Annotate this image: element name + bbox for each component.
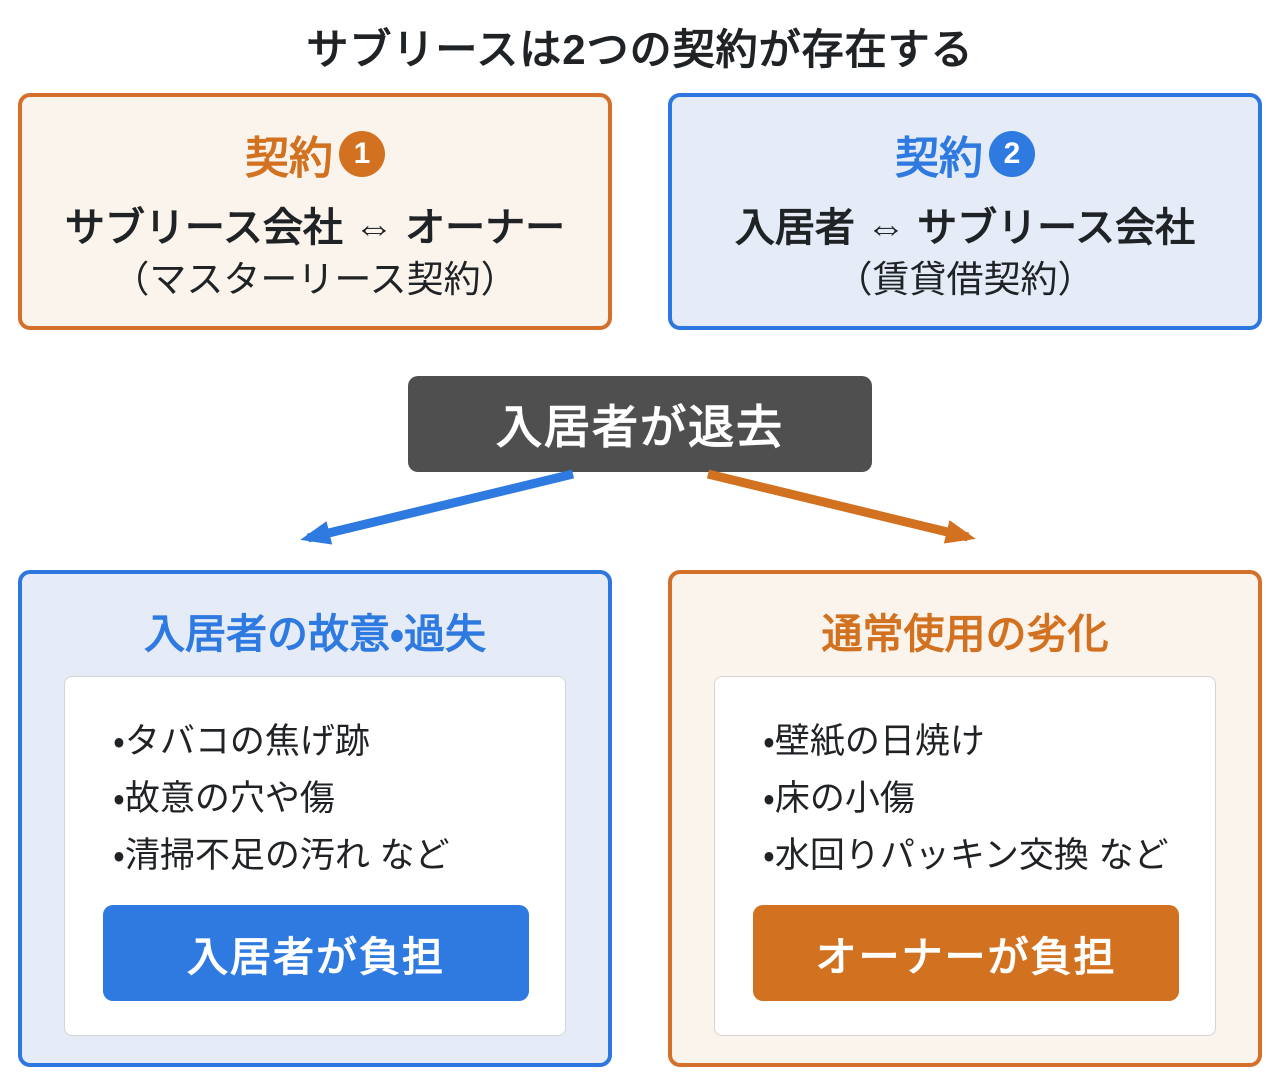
contract-1-heading: 契約 1 — [245, 122, 385, 186]
outcome-tenant-fault-panel: ・タバコの焦げ跡 ・故意の穴や傷 ・清掃不足の汚れ など 入居者が負担 — [64, 676, 566, 1036]
contract-2-card: 契約 2 入居者 ⇔ サブリース会社 （賃貸借契約） — [668, 93, 1262, 330]
list-item: ・タバコの焦げ跡 — [113, 722, 370, 761]
contract-2-subtitle: （賃貸借契約） — [835, 259, 1095, 301]
list-item: ・故意の穴や傷 — [113, 779, 335, 818]
tenant-pays-badge: 入居者が負担 — [103, 905, 529, 1001]
diagram-title: サブリースは2つの契約が存在する — [306, 26, 974, 73]
list-item: ・水回りパッキン交換 など — [763, 836, 1169, 875]
outcome-normal-wear-heading: 通常使用の劣化 — [821, 611, 1109, 657]
normal-wear-examples-list: ・壁紙の日焼け ・床の小傷 ・水回りパッキン交換 など — [763, 713, 1215, 884]
arrow-to-normal-wear — [706, 469, 976, 544]
tenant-moveout-label: 入居者が退去 — [496, 401, 784, 453]
contract-1-label: 契約 — [245, 134, 333, 184]
arrow-to-tenant-fault — [300, 469, 575, 545]
list-item: ・清掃不足の汚れ など — [113, 836, 450, 875]
contract-1-subtitle: （マスターリース契約） — [112, 259, 518, 301]
tenant-moveout-box: 入居者が退去 — [408, 376, 872, 472]
contract-1-number-badge: 1 — [339, 131, 385, 178]
contract-1-parties: サブリース会社 ⇔ オーナー — [64, 206, 566, 251]
list-item: ・床の小傷 — [763, 779, 915, 818]
contract-2-label: 契約 — [895, 134, 983, 184]
outcome-tenant-fault-card: 入居者の故意・過失 ・タバコの焦げ跡 ・故意の穴や傷 ・清掃不足の汚れ など 入… — [18, 570, 612, 1067]
outcome-tenant-fault-heading: 入居者の故意・過失 — [144, 611, 486, 657]
contract-2-parties: 入居者 ⇔ サブリース会社 — [734, 206, 1196, 251]
list-item: ・壁紙の日焼け — [763, 722, 985, 761]
outcome-normal-wear-card: 通常使用の劣化 ・壁紙の日焼け ・床の小傷 ・水回りパッキン交換 など オーナー… — [668, 570, 1262, 1067]
contract-2-heading: 契約 2 — [895, 122, 1035, 186]
owner-pays-badge: オーナーが負担 — [753, 905, 1179, 1001]
tenant-fault-examples-list: ・タバコの焦げ跡 ・故意の穴や傷 ・清掃不足の汚れ など — [113, 713, 565, 884]
contract-1-card: 契約 1 サブリース会社 ⇔ オーナー （マスターリース契約） — [18, 93, 612, 330]
outcome-normal-wear-panel: ・壁紙の日焼け ・床の小傷 ・水回りパッキン交換 など オーナーが負担 — [714, 676, 1216, 1036]
contract-2-number-badge: 2 — [989, 131, 1035, 178]
